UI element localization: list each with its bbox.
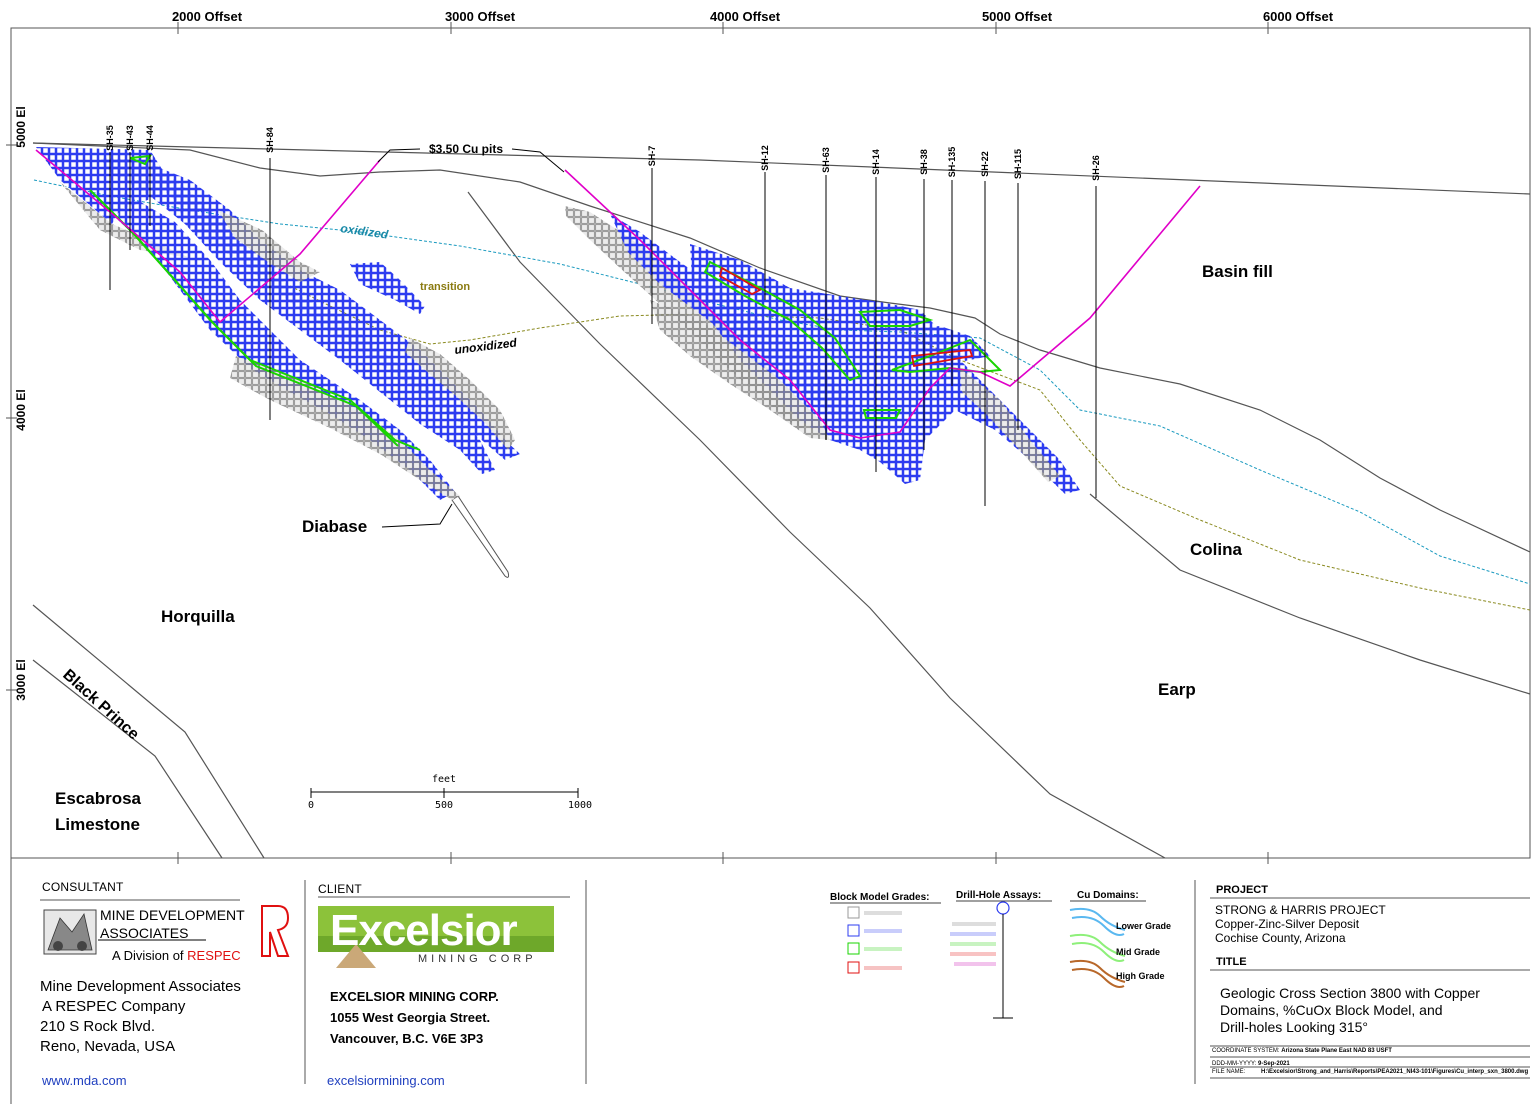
mda-logo-line3: A Division of RESPEC (112, 948, 241, 963)
drillhole-label: SH-63 (821, 147, 831, 173)
client-header: CLIENT (318, 882, 362, 896)
elevation-label-4000: 4000 El (14, 389, 28, 430)
elevation-label-5000: 5000 El (14, 106, 28, 147)
figure-title: Geologic Cross Section 3800 with Copper … (1220, 985, 1480, 1036)
date-value: 9-Sep-2021 (1258, 1061, 1290, 1067)
drillhole-label: SH-14 (871, 149, 881, 175)
block-model-east (565, 206, 1080, 494)
transition-label: transition (420, 281, 470, 293)
drillhole-label: SH-43 (125, 125, 135, 151)
mda-logo-division: A Division of (112, 948, 188, 963)
drillhole-label: SH-84 (265, 127, 275, 153)
title-header: TITLE (1216, 956, 1247, 968)
project-info: STRONG & HARRIS PROJECT Copper-Zinc-Silv… (1215, 903, 1386, 945)
scale-tick: 500 (435, 800, 453, 811)
client-address-line: 1055 West Georgia Street. (330, 1010, 491, 1025)
legend-drill-assays-title: Drill-Hole Assays: (956, 890, 1041, 901)
consultant-address: Mine Development Associates A RESPEC Com… (40, 977, 241, 1057)
project-header: PROJECT (1216, 884, 1268, 896)
elevation-label-3000: 3000 El (14, 659, 28, 700)
file-name-field: FILE NAME: H:\Excelsior\Strong_and_Harri… (1212, 1069, 1528, 1075)
offset-label-6000: 6000 Offset (1263, 9, 1334, 24)
mda-logo-respec: RESPEC (187, 948, 241, 963)
cu-domain-legend (1069, 907, 1126, 988)
client-logo-wordmark: Excelsior (330, 906, 518, 955)
figure-title-line: Drill-holes Looking 315° (1220, 1019, 1369, 1035)
coordinate-value: Arizona State Plane East NAD 83 USFT (1281, 1048, 1392, 1054)
drillhole-label: SH-22 (980, 151, 990, 177)
unit-label-black-prince: Black Prince (59, 666, 142, 743)
drillhole-label: SH-135 (947, 147, 957, 178)
drillhole-label: SH-115 (1013, 149, 1023, 179)
client-address-line: EXCELSIOR MINING CORP. (330, 989, 499, 1004)
drillhole-label: SH-38 (919, 149, 929, 175)
high-grade-domains (718, 266, 974, 368)
drillhole-traces (109, 152, 1097, 506)
frame-ticks (6, 22, 1269, 864)
consultant-address-line: A RESPEC Company (42, 998, 186, 1015)
drillhole-label: SH-12 (760, 145, 770, 171)
mda-logo-icon (43, 905, 290, 957)
figure-title-line: Geologic Cross Section 3800 with Copper (1220, 985, 1480, 1001)
file-label: FILE NAME: (1212, 1069, 1246, 1075)
client-website-link[interactable]: excelsiormining.com (327, 1073, 445, 1088)
project-line: Cochise County, Arizona (1215, 931, 1346, 945)
block-model-legend (847, 906, 902, 974)
unit-label-escabrosa: Escabrosa (55, 789, 142, 808)
domain-mid-grade-label: Mid Grade (1116, 947, 1160, 957)
geologic-contacts (32, 142, 1531, 859)
consultant-header: CONSULTANT (42, 880, 124, 894)
drillhole-label: SH-26 (1091, 155, 1101, 181)
date-field: DDD-MM-YYYY: 9-Sep-2021 (1212, 1061, 1290, 1067)
coordinate-system: COORDINATE SYSTEM: Arizona State Plane E… (1212, 1048, 1392, 1054)
client-address-line: Vancouver, B.C. V6E 3P3 (330, 1031, 484, 1046)
date-label: DDD-MM-YYYY: (1212, 1061, 1257, 1067)
scale-tick: 0 (308, 800, 314, 811)
domain-lower-grade-label: Lower Grade (1116, 921, 1171, 931)
file-value: H:\Excelsior\Strong_and_Harris\Reports\P… (1261, 1069, 1529, 1075)
diabase-dike (451, 495, 510, 578)
consultant-address-line: Reno, Nevada, USA (40, 1038, 176, 1055)
scale-bar: feet 0 500 1000 (308, 774, 592, 811)
map-frame (10, 27, 1531, 859)
block-model-west (36, 147, 520, 500)
offset-label-5000: 5000 Offset (982, 9, 1053, 24)
client-address: EXCELSIOR MINING CORP. 1055 West Georgia… (330, 986, 499, 1049)
offset-label-4000: 4000 Offset (710, 9, 781, 24)
drillhole-label: SH-7 (647, 146, 657, 167)
project-line: STRONG & HARRIS PROJECT (1215, 903, 1386, 917)
project-line: Copper-Zinc-Silver Deposit (1215, 917, 1360, 931)
unoxidized-label: unoxidized (454, 335, 519, 357)
figure-title-line: Domains, %CuOx Block Model, and (1220, 1002, 1443, 1018)
coordinate-label: COORDINATE SYSTEM: (1212, 1048, 1280, 1054)
scale-tick: 1000 (568, 800, 592, 811)
drillhole-label: SH-44 (145, 125, 155, 151)
consultant-address-line: Mine Development Associates (40, 978, 241, 995)
legend-cu-domains-title: Cu Domains: (1077, 890, 1139, 901)
scale-title: feet (432, 774, 456, 785)
transition-boundary (289, 285, 1531, 611)
unit-label-diabase: Diabase (302, 517, 367, 536)
unit-label-limestone: Limestone (55, 815, 140, 834)
excelsior-logo (318, 906, 554, 968)
mda-logo-line1: MINE DEVELOPMENT (100, 907, 245, 923)
oxidized-label: oxidized (340, 221, 390, 242)
cu-pit-shells (35, 149, 1201, 439)
mda-logo-line2: ASSOCIATES (100, 925, 189, 941)
offset-label-3000: 3000 Offset (445, 9, 516, 24)
unit-label-colina: Colina (1190, 540, 1242, 559)
legend-block-model-title: Block Model Grades: (830, 892, 929, 903)
drill-assay-legend (950, 901, 1013, 1019)
pit-label: $3.50 Cu pits (429, 142, 503, 156)
domain-high-grade-label: High Grade (1116, 971, 1165, 981)
consultant-address-line: 210 S Rock Blvd. (40, 1018, 156, 1035)
client-logo-subtitle: MINING CORP (418, 953, 537, 965)
unit-label-horquilla: Horquilla (161, 607, 235, 626)
drillhole-label: SH-35 (105, 125, 115, 151)
unit-label-basin-fill: Basin fill (1202, 262, 1273, 281)
consultant-website-link[interactable]: www.mda.com (42, 1073, 127, 1088)
offset-label-2000: 2000 Offset (172, 9, 243, 24)
unit-label-earp: Earp (1158, 680, 1196, 699)
